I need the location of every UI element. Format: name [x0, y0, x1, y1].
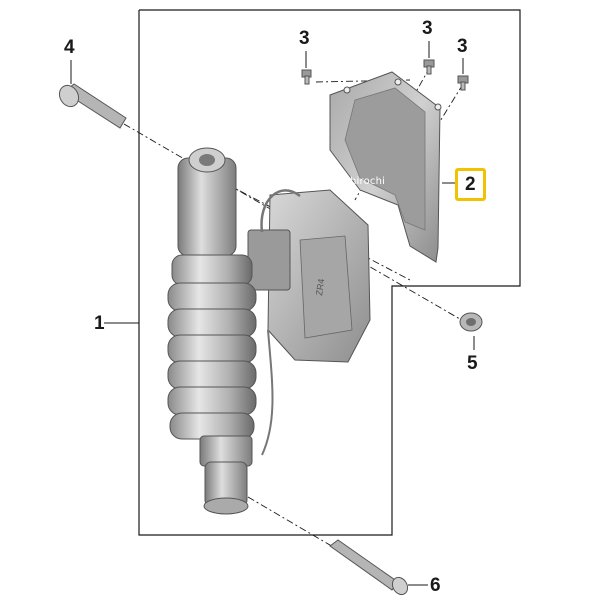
callout-6: 6	[430, 575, 441, 596]
bolt-part-4	[58, 83, 127, 129]
coil-spring	[167, 254, 257, 440]
screw-part-3b	[423, 59, 435, 75]
leader-lines	[70, 41, 475, 586]
bracket-part-2	[329, 71, 442, 263]
bolt-part-6	[329, 539, 409, 596]
screw-part-3c	[457, 75, 469, 91]
callout-4: 4	[64, 37, 75, 58]
callout-3a: 3	[299, 28, 310, 49]
callout-1: 1	[94, 313, 105, 334]
callout-3c: 3	[457, 36, 468, 57]
callout-3b: 3	[422, 18, 433, 39]
nut-part-5	[459, 312, 483, 332]
screw-part-3a	[301, 69, 312, 85]
embossed-label: ZR4	[314, 278, 326, 296]
control-unit	[247, 189, 371, 363]
assembly-frame	[138, 9, 521, 536]
callout-2-highlighted: 2	[455, 168, 486, 201]
callout-5: 5	[467, 353, 478, 374]
watermark-text: hirochi	[350, 176, 386, 187]
shock-absorber-part-1	[167, 147, 274, 515]
